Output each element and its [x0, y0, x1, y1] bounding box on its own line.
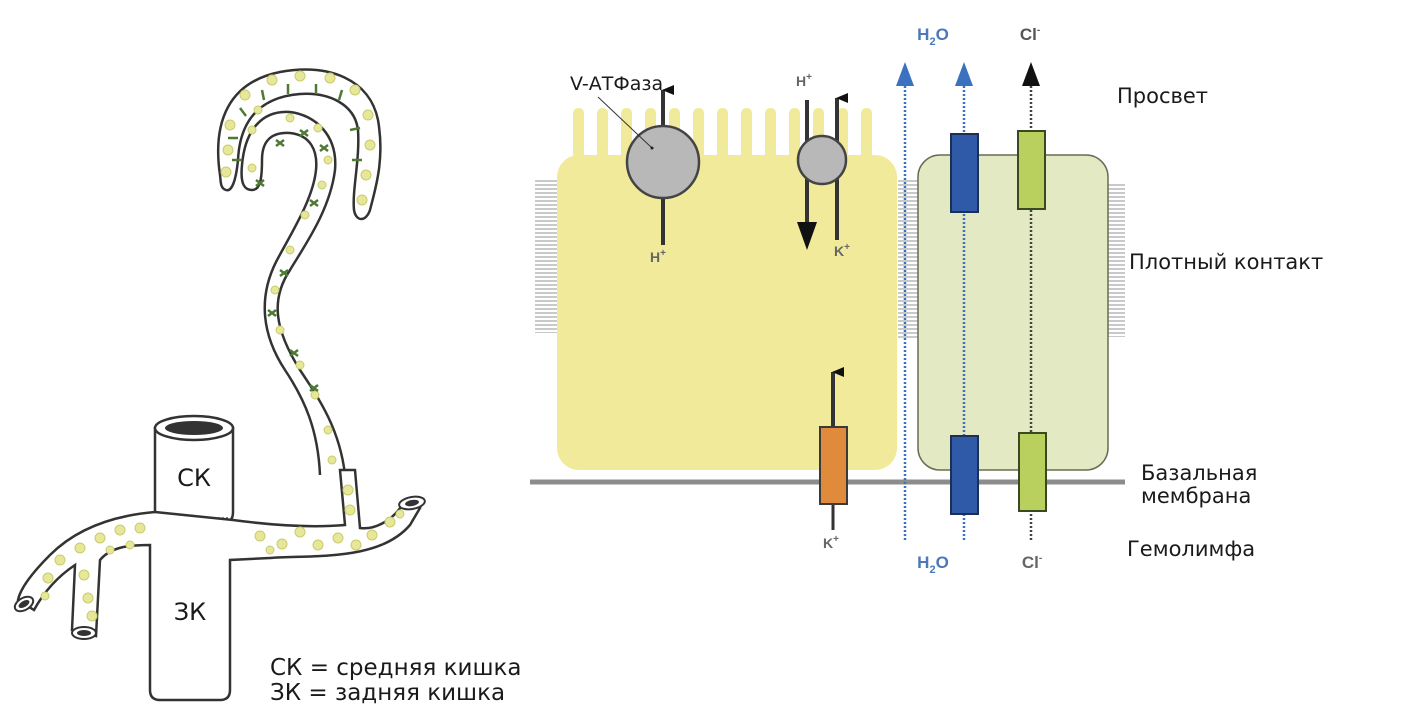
water-top-label: H2O [917, 25, 949, 48]
aquaporin-apical [950, 133, 979, 213]
cl-channel-apical [1017, 130, 1046, 210]
aquaporin-path [950, 62, 979, 540]
tubule-stellate-marks [228, 84, 362, 392]
midgut: СК [153, 414, 235, 524]
v-atpase-label: V-АТФаза [570, 73, 663, 95]
basement-membrane-label-line1: Базальная [1141, 461, 1257, 485]
basal-k-ion: K+ [823, 534, 839, 551]
tubule-cells [220, 70, 376, 465]
cell-transport-diagram: V-АТФаза H+ H+ K+ K+ [530, 25, 1323, 576]
tubule-upper-outer [240, 110, 347, 476]
legend-midgut: СК = средняя кишка [270, 655, 521, 681]
antiporter-h-ion: H+ [796, 72, 812, 89]
gut-illustration: СК ЗК СК = средняя кишка ЗК = задняя киш… [13, 68, 521, 706]
v-atpase-leader-line [597, 96, 653, 149]
paracellular-water-path [896, 62, 914, 540]
gut-tube-cells [40, 484, 405, 622]
tight-junction-label: Плотный контакт [1129, 250, 1323, 274]
v-atpase-h-ion: H+ [650, 248, 666, 265]
chloride-path [1017, 62, 1047, 540]
gut-tube-openings [13, 495, 426, 640]
legend-hindgut: ЗК = задняя кишка [270, 680, 505, 706]
aquaporin-basal [950, 435, 979, 515]
basal-k-channel: K+ [819, 367, 848, 551]
hindgut-label: ЗК [174, 598, 206, 626]
tight-junction-right [1105, 182, 1125, 337]
lumen-label: Просвет [1117, 84, 1208, 108]
cl-channel-basal [1018, 432, 1047, 512]
water-bottom-label: H2O [917, 553, 949, 576]
tight-junction-left [535, 178, 557, 333]
kh-antiporter: H+ K+ [796, 72, 850, 259]
cl-top-label: Cl- [1020, 25, 1040, 44]
stellate-cell [917, 154, 1109, 471]
cl-bottom-label: Cl- [1022, 553, 1042, 572]
basement-membrane-label-line2: мембрана [1141, 484, 1251, 508]
antiporter-k-ion: K+ [834, 242, 850, 259]
midgut-label: СК [177, 464, 211, 492]
v-atpase-pump: V-АТФаза H+ [570, 73, 701, 265]
tight-junction-middle [898, 180, 920, 340]
hemolymph-label: Гемолимфа [1127, 537, 1255, 561]
